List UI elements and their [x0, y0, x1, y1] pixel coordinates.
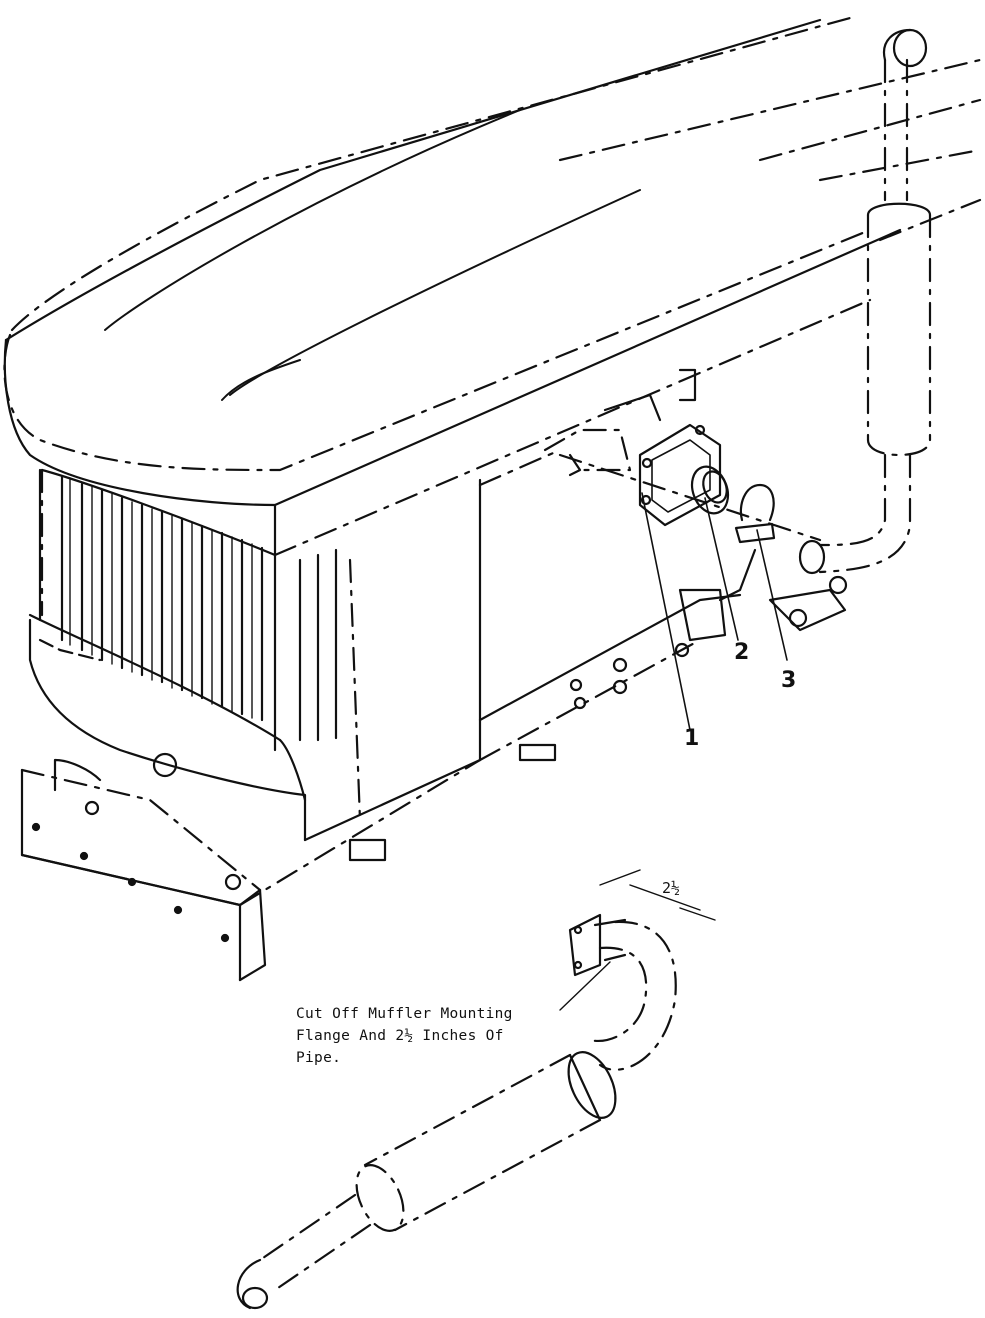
note-line: Flange And 2½ Inches Of — [296, 1028, 504, 1044]
vertical-muffler — [798, 28, 932, 575]
radiator-grille — [28, 468, 338, 752]
callout-2: 2 — [734, 640, 749, 665]
dimension-lines — [559, 869, 716, 1011]
engine-hood — [3, 16, 982, 557]
pipe-clamp — [734, 483, 776, 544]
note-line: Cut Off Muffler Mounting — [296, 1006, 513, 1022]
callout-1: 1 — [684, 726, 699, 751]
leader-lines — [641, 492, 788, 731]
cutoff-note: Cut Off Muffler Mounting Flange And 2½ I… — [296, 1003, 586, 1069]
note-line: Pipe. — [296, 1050, 342, 1066]
muffler-detail — [236, 913, 677, 1310]
frame-brackets — [543, 368, 848, 710]
dimension-label: 2½ — [662, 879, 680, 897]
front-bumper — [20, 743, 557, 982]
callout-3: 3 — [781, 668, 796, 693]
muffler-mounting-flange — [638, 423, 730, 527]
